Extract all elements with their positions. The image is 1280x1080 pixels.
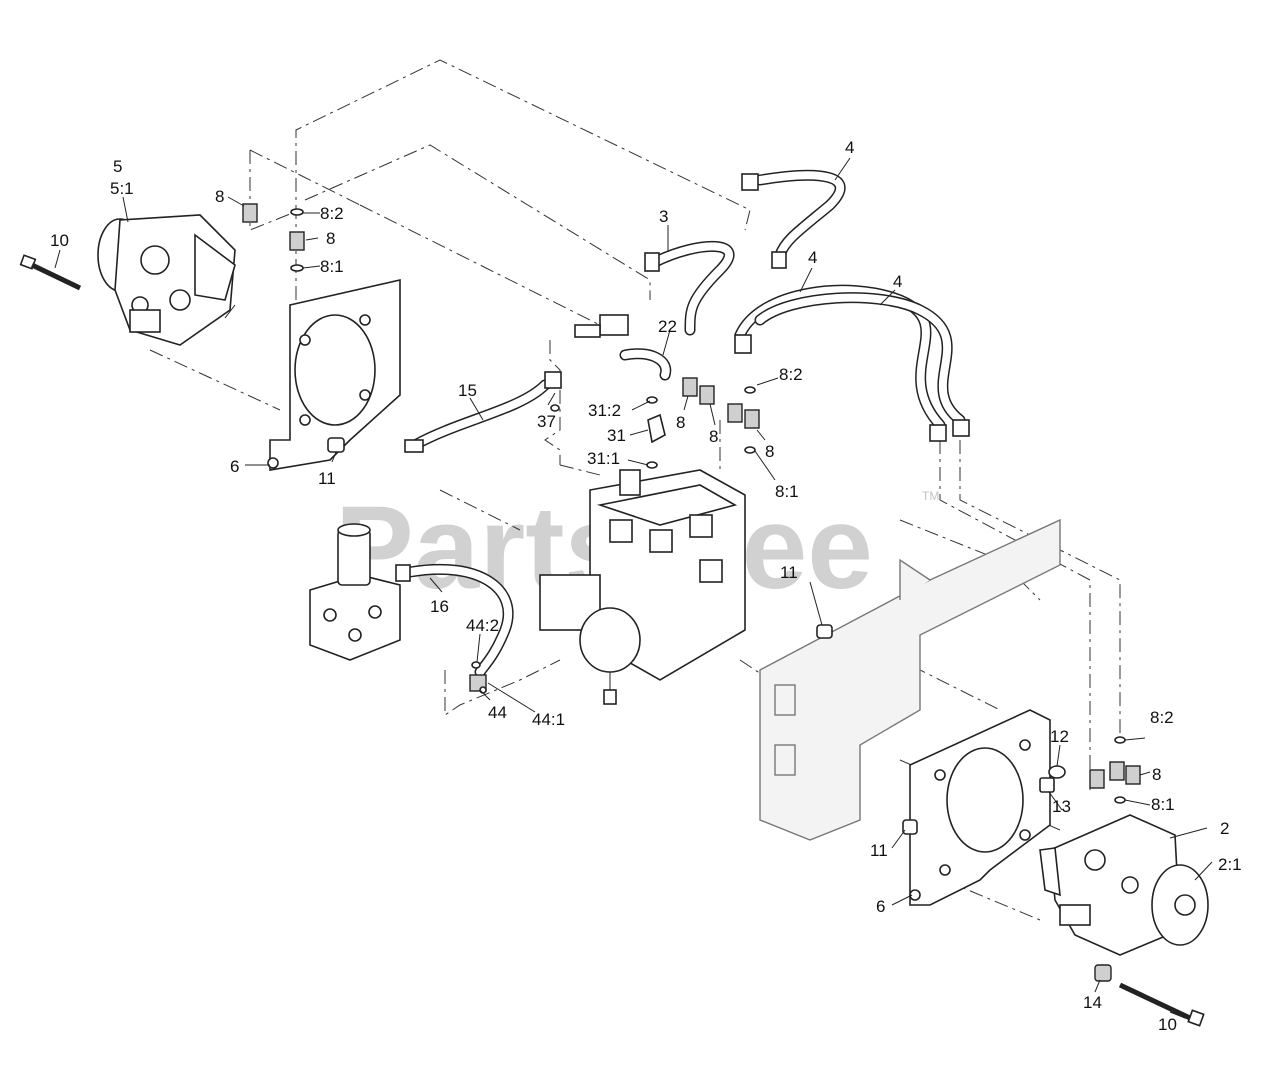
callout-labels: 5 5:1 10 8 8:2 8 8:1 6 11 3 4 4 4 22 15 … bbox=[50, 138, 1242, 1034]
callout-8-2-center: 8:2 bbox=[779, 365, 803, 384]
left-pump-bolt bbox=[19, 254, 82, 291]
callout-13: 13 bbox=[1052, 797, 1071, 816]
callout-14: 14 bbox=[1083, 993, 1102, 1012]
callout-4-top: 4 bbox=[845, 138, 854, 157]
hose-4-long bbox=[734, 284, 970, 442]
callout-44-2: 44:2 bbox=[466, 616, 499, 635]
callout-31-1: 31:1 bbox=[587, 449, 620, 468]
left-fittings bbox=[242, 203, 305, 272]
plug-14 bbox=[1094, 964, 1112, 982]
solenoid-manifold bbox=[309, 523, 401, 661]
tractor-frame bbox=[759, 518, 1061, 841]
callout-8-center-c: 8 bbox=[765, 442, 774, 461]
hose-15 bbox=[404, 371, 562, 453]
right-fittings bbox=[1089, 736, 1141, 804]
callout-11-left: 11 bbox=[318, 469, 336, 488]
callout-5-1: 5:1 bbox=[110, 179, 134, 198]
callout-10-left: 10 bbox=[50, 231, 69, 250]
washer-12 bbox=[1048, 765, 1066, 779]
callout-44-1: 44:1 bbox=[532, 710, 565, 729]
callout-31: 31 bbox=[607, 426, 626, 445]
nut-13 bbox=[1039, 777, 1055, 793]
callout-8-center-b: 8 bbox=[709, 427, 718, 446]
left-hydraulic-pump bbox=[97, 214, 236, 346]
callout-2: 2 bbox=[1220, 819, 1229, 838]
center-nut-11 bbox=[816, 624, 833, 639]
center-valve-block bbox=[539, 469, 746, 705]
callout-11-center: 11 bbox=[780, 563, 798, 582]
callout-8-1-right: 8:1 bbox=[1151, 795, 1175, 814]
left-mounting-plate bbox=[267, 278, 401, 471]
fitting-44 bbox=[469, 661, 487, 694]
callout-8-center-a: 8 bbox=[676, 413, 685, 432]
callout-8-2-left: 8:2 bbox=[320, 204, 344, 223]
right-nut-11 bbox=[902, 819, 918, 835]
right-mounting-plate bbox=[909, 709, 1051, 906]
callout-6-left: 6 bbox=[230, 457, 239, 476]
left-nut-11 bbox=[327, 437, 345, 453]
callout-8-2-right: 8:2 bbox=[1150, 708, 1174, 727]
hose-3 bbox=[644, 241, 735, 336]
callout-16: 16 bbox=[430, 597, 449, 616]
callout-8-1-center: 8:1 bbox=[775, 482, 799, 501]
watermark-trademark: TM bbox=[922, 489, 939, 503]
callout-6-right: 6 bbox=[876, 897, 885, 916]
callout-8-left: 8 bbox=[326, 229, 335, 248]
callout-44: 44 bbox=[488, 703, 507, 722]
callout-2-1: 2:1 bbox=[1218, 855, 1242, 874]
hose-22 bbox=[574, 314, 672, 381]
callout-12: 12 bbox=[1050, 727, 1069, 746]
leader-lines bbox=[54, 157, 1213, 1019]
callout-8-right: 8 bbox=[1152, 765, 1161, 784]
hose-4-top bbox=[741, 169, 846, 269]
hose-16 bbox=[395, 563, 514, 678]
callout-4-right: 4 bbox=[893, 272, 902, 291]
callout-37: 37 bbox=[537, 412, 556, 431]
callout-15: 15 bbox=[458, 381, 477, 400]
callout-10-right: 10 bbox=[1158, 1015, 1177, 1034]
callout-4-middle: 4 bbox=[808, 248, 817, 267]
right-hydraulic-pump bbox=[1039, 814, 1209, 956]
callout-31-2: 31:2 bbox=[588, 401, 621, 420]
callout-8-1-left: 8:1 bbox=[320, 257, 344, 276]
center-fittings bbox=[550, 377, 760, 469]
right-pump-bolt bbox=[1118, 982, 1205, 1027]
callout-8-left-top: 8 bbox=[215, 187, 224, 206]
callout-5: 5 bbox=[113, 157, 122, 176]
callout-3: 3 bbox=[659, 207, 668, 226]
callout-22: 22 bbox=[658, 317, 677, 336]
callout-11-right: 11 bbox=[870, 841, 888, 860]
